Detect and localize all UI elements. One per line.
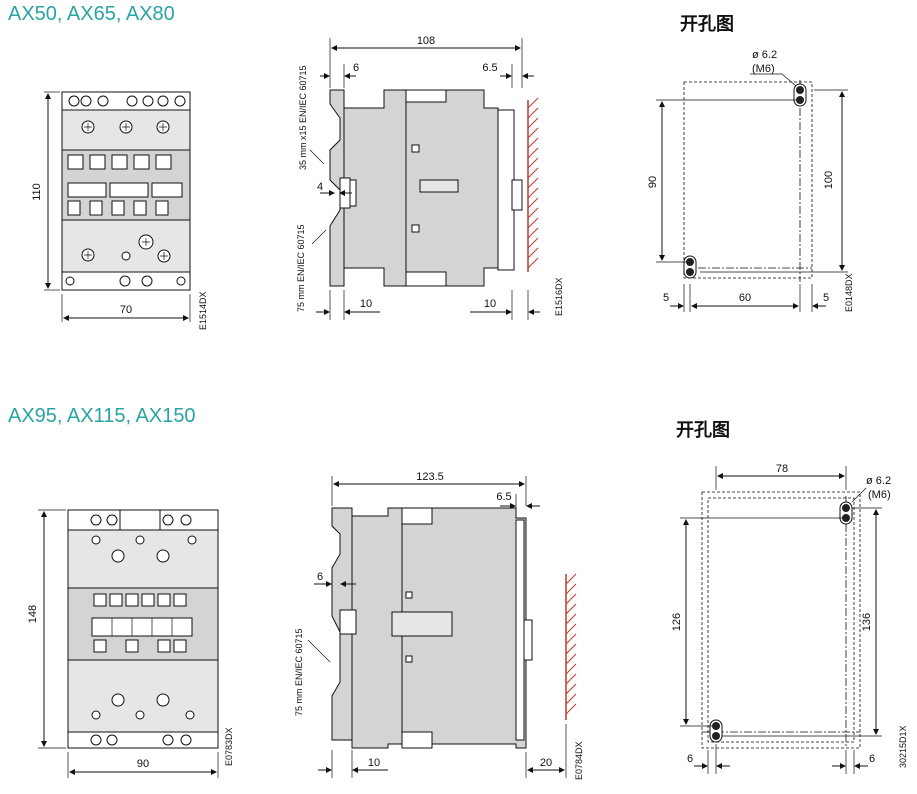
cutout2-code: 30215D1X <box>898 725 908 768</box>
side2-width: 123.5 <box>416 471 444 483</box>
front1-height: 110 <box>31 183 43 201</box>
contact-blocks <box>67 154 183 216</box>
front-view-ax95 <box>67 509 219 749</box>
side-dims-ax50: 108 6 6.5 35 mm x15 EN/IEC 60715 75 mm E… <box>296 35 564 320</box>
section2-title: AX95, AX115, AX150 <box>8 405 196 427</box>
cutout1-heading: 开孔图 <box>680 14 734 35</box>
side1-left-top: 6 <box>353 62 359 74</box>
cutout1-hole: ø 6.2 <box>752 49 777 61</box>
cutout1-left: 5 <box>663 292 669 304</box>
cutout2-heading: 开孔图 <box>676 420 730 441</box>
cutout2-left: 6 <box>687 753 693 765</box>
side1-bottom-left: 10 <box>360 298 372 310</box>
side2-code: E0784DX <box>574 741 584 780</box>
side-view-ax95 <box>331 507 533 749</box>
front2-width: 90 <box>137 758 149 770</box>
side1-code: E1516DX <box>554 277 564 316</box>
mounting-surface-1 <box>527 97 539 272</box>
mounting-hole-bottom-2 <box>709 719 723 743</box>
side1-width: 108 <box>417 35 435 47</box>
side1-gap: 4 <box>317 181 323 193</box>
side1-bottom-right: 10 <box>484 298 496 310</box>
side-dims-ax95: 123.5 6.5 6 75 mm EN/IEC 60715 10 20 E07… <box>294 471 584 780</box>
mounting-hole-top-2 <box>839 501 853 525</box>
cutout2-outer: 136 <box>861 613 873 631</box>
side-view-ax50 <box>329 89 523 287</box>
front-view-ax50 <box>61 91 191 291</box>
front-dims-ax50: 110 70 E1514DX <box>31 91 208 330</box>
cutout1-inner: 90 <box>647 176 659 188</box>
cutout1-right: 5 <box>823 292 829 304</box>
cutout2-right: 6 <box>869 753 875 765</box>
side2-bottom-left: 10 <box>368 757 380 769</box>
side2-rail: 75 mm EN/IEC 60715 <box>294 628 304 716</box>
cutout1-outer: 100 <box>823 171 835 189</box>
cutout2-inner: 126 <box>671 613 683 631</box>
cutout2-hole-sub: (M6) <box>868 489 891 501</box>
top-terminal-screws <box>68 95 186 107</box>
front1-width: 70 <box>120 304 132 316</box>
front-dims-ax95: 148 90 E0783DX <box>27 509 234 778</box>
side1-rail2: 75 mm EN/IEC 60715 <box>296 224 306 312</box>
side2-right-top: 6.5 <box>496 491 511 503</box>
cutout-ax95: 78 ø 6.2 (M6) 126 136 6 6 30215D1X <box>671 463 908 774</box>
mounting-hole-bottom <box>683 255 697 279</box>
side1-rail1: 35 mm x15 EN/IEC 60715 <box>298 65 308 170</box>
cutout2-hole: ø 6.2 <box>866 475 891 487</box>
cutout2-top: 78 <box>776 463 788 475</box>
side1-right-top: 6.5 <box>482 62 497 74</box>
cutout1-mid: 60 <box>739 292 751 304</box>
side2-bottom-right: 20 <box>540 757 552 769</box>
section1-title: AX50, AX65, AX80 <box>8 3 175 25</box>
side2-left-mid: 6 <box>317 571 323 583</box>
contact-blocks-2 <box>91 593 193 653</box>
mounting-surface-2 <box>565 573 577 720</box>
cutout1-hole-sub: (M6) <box>752 63 775 75</box>
front2-height: 148 <box>27 605 39 623</box>
front2-code: E0783DX <box>224 727 234 766</box>
mounting-hole-top <box>793 83 807 107</box>
cutout-ax50: ø 6.2 (M6) 90 100 5 60 5 E0148DX <box>647 49 854 312</box>
front1-code: E1514DX <box>198 291 208 330</box>
cutout1-code: E0148DX <box>844 273 854 312</box>
